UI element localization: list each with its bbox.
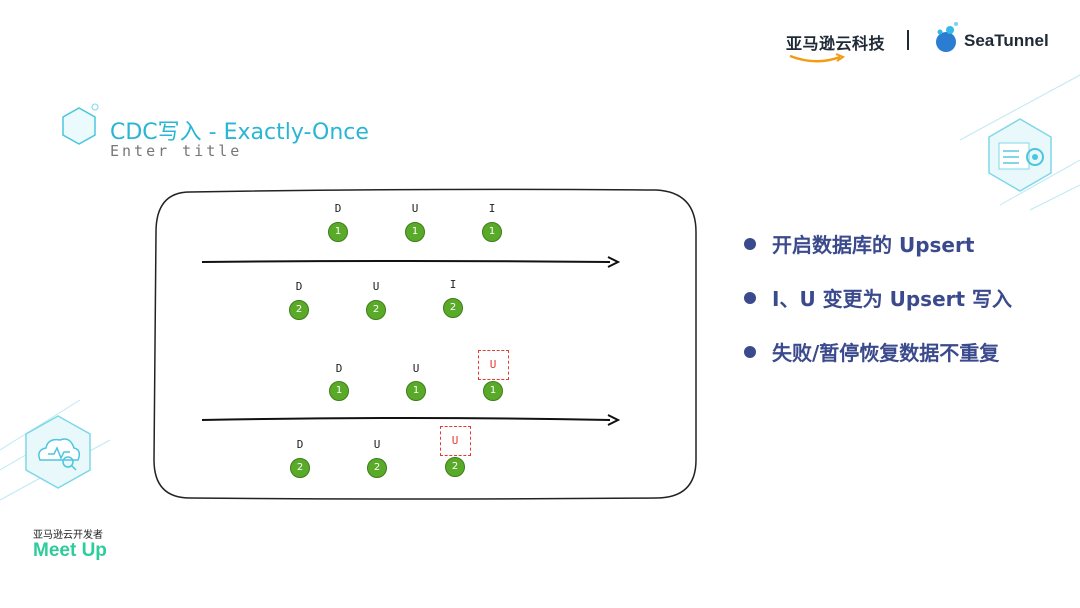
op-label: U — [372, 280, 380, 293]
op-label: D — [296, 438, 304, 451]
upsert-highlight-box — [478, 350, 509, 380]
bullet-dot — [744, 345, 756, 358]
lower-arrow — [201, 414, 621, 426]
bullet-text: 失败/暂停恢复数据不重复 — [772, 341, 1000, 365]
batch-node: 2 — [366, 300, 386, 320]
aws-smile-icon — [789, 53, 846, 63]
op-label: D — [335, 362, 343, 375]
bullet-text: I、U 变更为 Upsert 写入 — [772, 287, 1013, 311]
batch-node: 2 — [290, 458, 310, 478]
bullet-text: 开启数据库的 Upsert — [772, 233, 975, 257]
slide-subtitle: Enter title — [110, 142, 243, 160]
op-label-upsert: U — [451, 434, 459, 447]
batch-node: 1 — [483, 381, 503, 401]
seatunnel-brand: SeaTunnel — [964, 31, 1049, 50]
batch-node: 2 — [367, 458, 387, 478]
slide-title: CDC写入 - Exactly-Once — [110, 120, 369, 145]
brand-divider — [907, 30, 909, 50]
footer-meetup: Meet Up — [33, 540, 107, 561]
upsert-highlight-box — [440, 426, 471, 456]
op-label: U — [373, 438, 381, 451]
batch-node: 1 — [482, 222, 502, 242]
batch-node: 1 — [328, 222, 348, 242]
aws-brand: 亚马逊云科技 — [786, 34, 886, 53]
bullet-dot — [744, 237, 756, 250]
batch-node: 1 — [329, 381, 349, 401]
upper-arrow — [201, 256, 621, 268]
title-hex-icon — [62, 103, 99, 145]
batch-node: 2 — [445, 457, 465, 477]
batch-node: 2 — [289, 300, 309, 320]
seatunnel-logo-icon — [936, 22, 958, 52]
batch-node: 1 — [406, 381, 426, 401]
cloud-analytics-hex-icon — [25, 415, 91, 489]
op-label: D — [334, 202, 342, 215]
op-label: I — [449, 278, 457, 291]
op-label: U — [412, 362, 420, 375]
batch-node: 2 — [443, 298, 463, 318]
footer-org: 亚马逊云开发者 — [33, 530, 103, 541]
settings-hex-icon — [988, 118, 1052, 192]
diagram-frame — [153, 188, 697, 500]
bullet-dot — [744, 291, 756, 304]
bullet-item: 开启数据库的 Upsert — [744, 229, 974, 258]
bullet-item: 失败/暂停恢复数据不重复 — [744, 337, 999, 366]
cdc-diagram — [153, 188, 697, 500]
bullet-item: I、U 变更为 Upsert 写入 — [744, 283, 1012, 312]
op-label: D — [295, 280, 303, 293]
batch-node: 1 — [405, 222, 425, 242]
op-label: U — [411, 202, 419, 215]
op-label: I — [488, 202, 496, 215]
op-label-upsert: U — [489, 358, 497, 371]
